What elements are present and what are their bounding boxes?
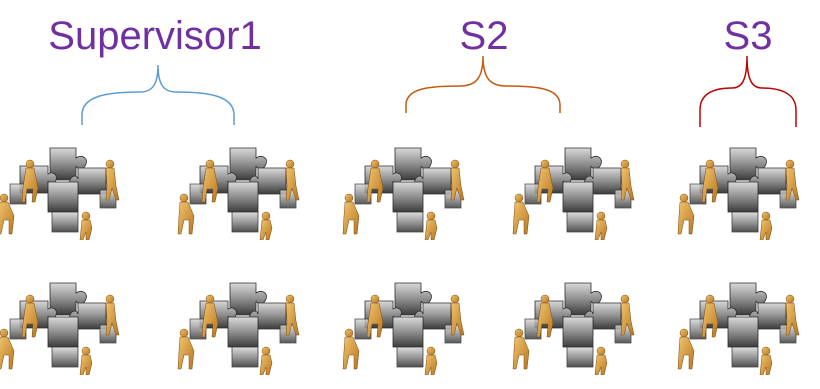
brace-s2 [405, 55, 561, 113]
puzzle-workers-image [0, 255, 140, 376]
puzzle-workers-image [335, 255, 485, 376]
puzzle-workers-image [670, 255, 820, 376]
puzzle-workers-image [505, 120, 655, 241]
group-label-s3: S3 [723, 14, 773, 58]
puzzle-workers-image [0, 120, 140, 241]
brace-supervisor1 [81, 64, 235, 125]
group-label-s2: S2 [459, 14, 509, 58]
puzzle-workers-image [670, 120, 820, 241]
puzzle-workers-image [335, 120, 485, 241]
puzzle-workers-image [170, 255, 320, 376]
puzzle-workers-image [505, 255, 655, 376]
puzzle-workers-image [170, 120, 320, 241]
brace-s3 [699, 55, 797, 127]
group-label-supervisor1: Supervisor1 [48, 14, 262, 58]
